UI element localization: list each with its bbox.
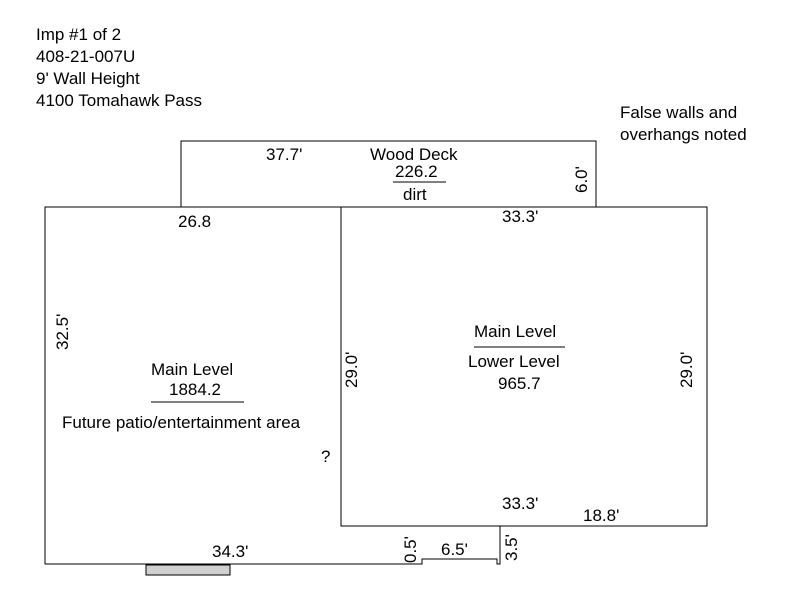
note-block: False walls and overhangs noted xyxy=(620,102,747,146)
note-line-1: False walls and xyxy=(620,103,738,122)
deck-surface: dirt xyxy=(403,185,427,204)
deck-outline xyxy=(180,140,597,207)
jog-width: 6.5' xyxy=(441,540,468,559)
right-lower-name: Lower Level xyxy=(468,352,560,371)
right-top-length: 33.3' xyxy=(502,207,538,226)
improvement-label: Imp #1 of 2 xyxy=(36,25,122,44)
left-area-value: 1884.2 xyxy=(169,380,221,399)
deck-area: 226.2 xyxy=(395,162,438,181)
left-side-length: 32.5' xyxy=(53,314,72,350)
left-area-name: Main Level xyxy=(151,360,233,379)
jog-left-height: 0.5' xyxy=(401,536,420,563)
jog-right-height: 3.5' xyxy=(502,534,521,561)
left-top-length: 26.8 xyxy=(178,212,211,231)
left-bottom-length: 34.3' xyxy=(212,542,248,561)
address: 4100 Tomahawk Pass xyxy=(36,91,203,110)
left-question-mark: ? xyxy=(321,447,330,466)
deck-side-length: 6.0' xyxy=(572,166,591,193)
right-area-value: 965.7 xyxy=(498,374,541,393)
right-offset-length: 18.8' xyxy=(583,506,619,525)
stoop-rect xyxy=(145,564,231,576)
right-upper-name: Main Level xyxy=(474,322,556,341)
right-left-length: 29.0' xyxy=(342,352,361,388)
deck-name: Wood Deck xyxy=(370,145,458,164)
right-area-outline xyxy=(340,206,708,527)
left-area-description: Future patio/entertainment area xyxy=(62,413,301,432)
header-block: Imp #1 of 2 408-21-007U 9' Wall Height 4… xyxy=(36,24,202,112)
wall-height: 9' Wall Height xyxy=(36,69,140,88)
note-line-2: overhangs noted xyxy=(620,125,747,144)
right-right-length: 29.0' xyxy=(677,352,696,388)
deck-top-length: 37.7' xyxy=(266,145,302,164)
right-bottom-length: 33.3' xyxy=(502,494,538,513)
left-area-outline xyxy=(44,206,501,565)
parcel-number: 408-21-007U xyxy=(36,47,136,66)
